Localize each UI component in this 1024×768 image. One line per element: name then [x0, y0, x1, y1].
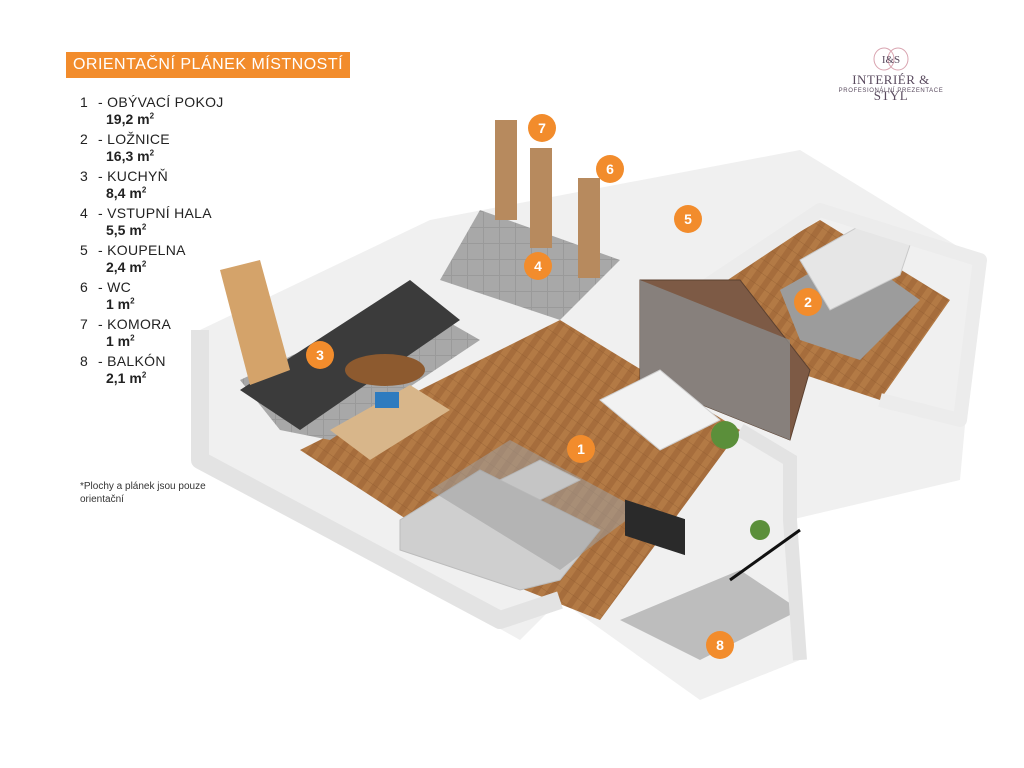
legend-room-area: 1 m2	[106, 296, 135, 312]
monitor	[375, 392, 399, 408]
legend-item: 5 - KOUPELNA 2,4 m2	[80, 242, 260, 279]
legend-item: 3 - KUCHYŇ 8,4 m2	[80, 168, 260, 205]
kitchen-cabinet	[220, 260, 290, 385]
legend-item: 8 - BALKÓN 2,1 m2	[80, 353, 260, 390]
legend-item: 1 - OBÝVACÍ POKOJ 19,2 m2	[80, 94, 260, 131]
room-legend: 1 - OBÝVACÍ POKOJ 19,2 m2 2 - LOŽNICE 16…	[80, 94, 260, 390]
room-marker-4: 4	[524, 252, 552, 280]
kitchen-counter	[240, 280, 460, 430]
legend-room-name: - VSTUPNÍ HALA	[98, 205, 212, 221]
legend-room-area: 2,1 m2	[106, 370, 147, 386]
legend-item: 7 - KOMORA 1 m2	[80, 316, 260, 353]
room-marker-5: 5	[674, 205, 702, 233]
legend-room-name: - BALKÓN	[98, 353, 166, 369]
floor-plan-3d	[191, 120, 987, 700]
disclaimer-note: *Plochy a plánek jsou pouze orientační	[80, 481, 206, 505]
legend-room-name: - WC	[98, 279, 132, 295]
legend-number: 5	[80, 242, 88, 258]
legend-item: 2 - LOŽNICE 16,3 m2	[80, 131, 260, 168]
balcony-railing	[729, 528, 801, 582]
room-marker-8: 8	[706, 631, 734, 659]
legend-room-area: 2,4 m2	[106, 259, 147, 275]
balcony-floor	[620, 570, 800, 660]
tv-console	[599, 369, 721, 451]
logo-monogram-icon: I&S	[873, 47, 909, 71]
living-rug	[430, 440, 640, 570]
legend-number: 4	[80, 205, 88, 221]
wall-right	[736, 423, 807, 661]
plan-title: ORIENTAČNÍ PLÁNEK MÍSTNOSTÍ	[72, 56, 344, 73]
logo-monogram: I&S	[882, 54, 900, 66]
legend-number: 2	[80, 131, 88, 147]
brand-logo: I&S INTERIÉR & STYL PROFESIONÁLNÍ PREZEN…	[836, 46, 946, 103]
legend-room-area: 8,4 m2	[106, 185, 147, 201]
legend-room-area: 5,5 m2	[106, 222, 147, 238]
legend-room-name: - LOŽNICE	[98, 131, 170, 147]
closet-door-3	[578, 178, 600, 278]
dining-table	[345, 354, 425, 386]
room-marker-3: 3	[306, 341, 334, 369]
plant-icon	[711, 421, 739, 449]
plan-title-banner: ORIENTAČNÍ PLÁNEK MÍSTNOSTÍ	[66, 52, 350, 78]
closet-door-2	[530, 148, 552, 248]
legend-room-name: - OBÝVACÍ POKOJ	[98, 94, 224, 110]
logo-name: INTERIÉR & STYL	[852, 72, 930, 103]
legend-number: 7	[80, 316, 88, 332]
legend-room-name: - KUCHYŇ	[98, 168, 169, 184]
room-marker-1: 1	[567, 435, 595, 463]
legend-room-area: 19,2 m2	[106, 111, 155, 127]
room-marker-2: 2	[794, 288, 822, 316]
room-marker-6: 6	[596, 155, 624, 183]
legend-number: 3	[80, 168, 88, 184]
wardrobe-front	[640, 280, 790, 440]
tv	[625, 499, 685, 556]
legend-room-area: 16,3 m2	[106, 148, 155, 164]
wall-left	[191, 330, 563, 629]
legend-item: 4 - VSTUPNÍ HALA 5,5 m2	[80, 205, 260, 242]
logo-subtitle: PROFESIONÁLNÍ PREZENTACE	[838, 88, 944, 94]
legend-room-name: - KOUPELNA	[98, 242, 186, 258]
room-marker-7: 7	[528, 114, 556, 142]
legend-number: 1	[80, 94, 88, 110]
wall-bedroom	[696, 203, 987, 427]
legend-item: 6 - WC 1 m2	[80, 279, 260, 316]
legend-room-area: 1 m2	[106, 333, 135, 349]
legend-room-name: - KOMORA	[98, 316, 172, 332]
plant-icon	[750, 520, 770, 540]
legend-number: 6	[80, 279, 88, 295]
legend-number: 8	[80, 353, 88, 369]
closet-door-1	[495, 120, 517, 220]
desk	[330, 385, 450, 460]
